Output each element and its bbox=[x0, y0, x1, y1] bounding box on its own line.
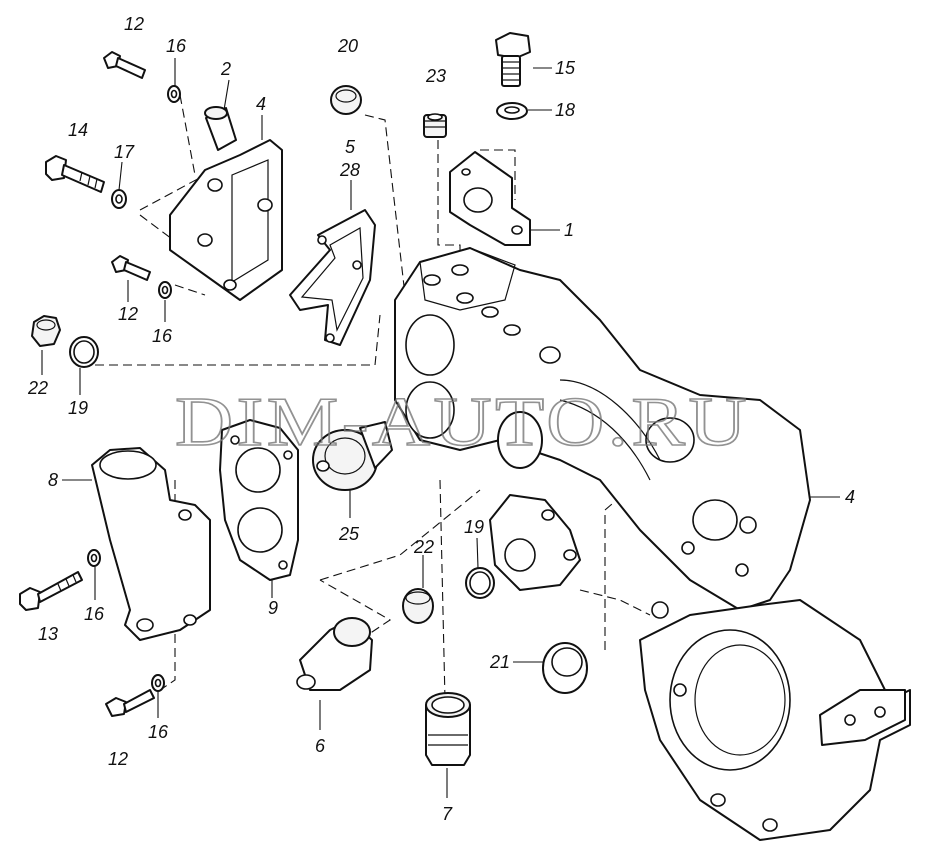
part-13-bolt bbox=[19, 571, 83, 611]
part-7-pipe-fitting bbox=[425, 692, 471, 766]
part-23-plug bbox=[423, 113, 447, 138]
part-1-flange bbox=[449, 151, 531, 246]
part-12-bolt-top bbox=[103, 51, 146, 79]
part-6-sleeve bbox=[296, 617, 373, 691]
callout-20: 20 bbox=[337, 36, 358, 56]
callout-8: 8 bbox=[48, 470, 58, 490]
watermark-text: DIM-AUTO.RU bbox=[175, 384, 750, 461]
part-18-spring-washer bbox=[496, 102, 528, 120]
callout-16: 16 bbox=[148, 722, 169, 742]
part-25-thermostat bbox=[312, 421, 393, 491]
part-4-bell-housing bbox=[639, 599, 911, 841]
part-19-seal-ring-top bbox=[69, 336, 99, 368]
callout-16: 16 bbox=[166, 36, 187, 56]
part-4-water-outlet-pipe bbox=[169, 139, 283, 301]
callout-14: 14 bbox=[68, 120, 88, 140]
callout-4: 4 bbox=[845, 487, 855, 507]
callout-15: 15 bbox=[555, 58, 576, 78]
callout-12: 12 bbox=[124, 14, 144, 34]
callout-4: 4 bbox=[256, 94, 266, 114]
part-21-sleeve-ring bbox=[542, 642, 588, 694]
callout-19: 19 bbox=[68, 398, 88, 418]
part-20-cap-plug bbox=[330, 85, 362, 115]
callout-18: 18 bbox=[555, 100, 575, 120]
part-22-plug-top bbox=[31, 315, 61, 347]
callout-9: 9 bbox=[268, 598, 278, 618]
callout-2: 2 bbox=[220, 59, 231, 79]
callout-12: 12 bbox=[108, 749, 128, 769]
part-2-nipple bbox=[204, 106, 237, 151]
callout-22: 22 bbox=[413, 537, 434, 557]
part-9-gasket bbox=[219, 419, 299, 581]
callout-23: 23 bbox=[425, 66, 446, 86]
part-19-seal-ring-mid bbox=[465, 567, 495, 599]
part-14-bolt bbox=[45, 155, 105, 193]
part-8-inlet-pipe bbox=[91, 447, 211, 641]
part-15-bolt bbox=[495, 32, 531, 87]
part-12-bolt-bottom bbox=[105, 689, 155, 717]
callout-21: 21 bbox=[489, 652, 510, 672]
callout-labels: 12 16 2 4 20 5 28 23 15 18 1 14 17 12 16… bbox=[27, 14, 855, 824]
callout-28: 28 bbox=[339, 160, 360, 180]
callout-7: 7 bbox=[442, 804, 453, 824]
flange-middle bbox=[489, 494, 581, 591]
callout-1: 1 bbox=[564, 220, 574, 240]
assembly-lines bbox=[95, 94, 651, 701]
part-16-washer-mid bbox=[158, 281, 172, 299]
part-22-plug-bottom bbox=[402, 588, 434, 624]
part-12-bolt-mid bbox=[111, 255, 151, 281]
part-17-washer bbox=[111, 189, 127, 209]
part-28-gasket bbox=[289, 209, 376, 346]
part-4-thermostat-housing bbox=[394, 247, 811, 611]
callout-17: 17 bbox=[114, 142, 135, 162]
callout-16: 16 bbox=[152, 326, 173, 346]
callout-13: 13 bbox=[38, 624, 58, 644]
callout-22: 22 bbox=[27, 378, 48, 398]
leader-lines bbox=[41, 58, 840, 798]
part-16-washer-lower-b bbox=[151, 674, 165, 692]
part-16-washer-lower-a bbox=[87, 549, 101, 567]
callout-6: 6 bbox=[315, 736, 326, 756]
part-16-washer-top bbox=[167, 85, 181, 103]
callout-25: 25 bbox=[338, 524, 360, 544]
callout-19: 19 bbox=[464, 517, 484, 537]
callout-16: 16 bbox=[84, 604, 105, 624]
callout-12: 12 bbox=[118, 304, 138, 324]
callout-5: 5 bbox=[345, 137, 356, 157]
